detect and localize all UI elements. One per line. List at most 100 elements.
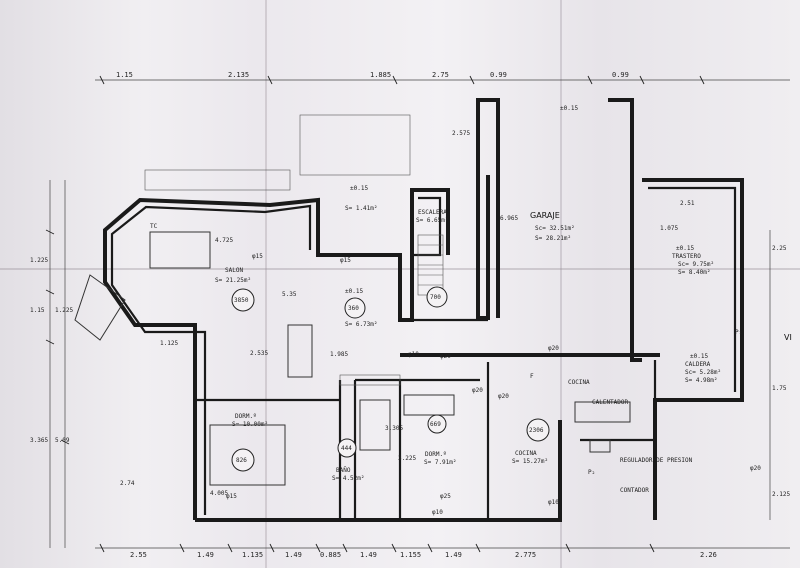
dim-top-2: 2.135	[228, 71, 249, 79]
annotations: REGULADOR DE PRESION CONTADOR CALENTADOR…	[150, 105, 792, 516]
dim-bottom-3: 1.135	[242, 551, 263, 559]
dim-right-1: 2.25	[772, 245, 787, 252]
dim-bottom-7: 1.155	[400, 551, 421, 559]
misc-4725: 4.725	[215, 237, 233, 244]
pipe-2: φ20	[548, 345, 559, 352]
dim-left-1: 1.225	[30, 257, 48, 264]
misc-535: 5.35	[282, 291, 297, 298]
dim-left-3: 1.225	[55, 307, 73, 314]
garden-bed	[144, 169, 291, 191]
escalera-area: S= 6.65m²	[416, 217, 449, 224]
dorm1-name: DORM.º	[235, 413, 257, 420]
tc-label: TC	[150, 223, 158, 230]
terrace-outline	[299, 114, 411, 176]
bano-name: BAÑO	[336, 467, 351, 474]
dim-bottom-6: 1.49	[360, 551, 377, 559]
paper-fold-vertical-left	[265, 0, 267, 568]
cocina-small-label: COCINA	[568, 379, 590, 386]
dim-top-6: 0.99	[612, 71, 629, 79]
misc-1075: 1.075	[660, 225, 678, 232]
pipe-9: φ20	[440, 353, 451, 360]
dim-bottom-1: 2.55	[130, 551, 147, 559]
room-labels: 3850 SALON S= 21.25m² 360 S= 6.73m² ±0.1…	[215, 185, 721, 482]
salon-circle: 3850	[234, 297, 249, 304]
dim-left-5: 5.09	[55, 437, 70, 444]
dorm1-area: S= 10.00m²	[232, 421, 268, 428]
trastero-area-2: S= 8.40m²	[678, 269, 711, 276]
escalera-name: ESCALERA	[418, 209, 447, 216]
garaje-name: GARAJE	[530, 211, 560, 220]
trastero-name: TRASTERO	[672, 253, 701, 260]
pipe-10: φ25	[440, 493, 451, 500]
dim-bottom-10: 2.26	[700, 551, 717, 559]
trastero-level: ±0.15	[676, 245, 694, 252]
trastero-area-1: Sc= 9.75m²	[678, 261, 714, 268]
dim-left-2: 1.15	[30, 307, 45, 314]
p2-label: P₂	[588, 469, 595, 476]
misc-2575: 2.575	[452, 130, 470, 137]
dim-top-5: 0.99	[490, 71, 507, 79]
pipe-7: φ15	[226, 493, 237, 500]
hall-level: ±0.15	[345, 288, 363, 295]
pipe-4: φ10	[548, 499, 559, 506]
misc-6965: 6.965	[500, 215, 518, 222]
dim-left-6: 2.74	[120, 480, 135, 487]
dorm2-circle: 669	[430, 421, 441, 428]
exterior-walls	[103, 98, 744, 522]
caldera-level: ±0.15	[690, 353, 708, 360]
misc-1125: 1.125	[160, 340, 178, 347]
misc-3225: 3.225	[398, 455, 416, 462]
dim-top-1: 1.15	[116, 71, 133, 79]
misc-2535: 2.535	[250, 350, 268, 357]
garaje-area-2: S= 28.21m²	[535, 235, 571, 242]
cocina-circle: 2306	[529, 427, 544, 434]
pipe-1: φ20	[472, 387, 483, 394]
caldera-area-2: S= 4.98m²	[685, 377, 718, 384]
dim-bottom-2: 1.49	[197, 551, 214, 559]
regulador-label: REGULADOR DE PRESION	[620, 457, 693, 464]
water-heater	[589, 439, 611, 453]
dim-bottom-4: 1.49	[285, 551, 302, 559]
dim-bottom-8: 1.49	[445, 551, 462, 559]
dorm2-name: DORM.º	[425, 451, 447, 458]
dim-bottom-9: 2.775	[515, 551, 536, 559]
caldera-area-1: Sc= 5.28m²	[685, 369, 721, 376]
dorm1-circle: 826	[236, 457, 247, 464]
hall-circle: 360	[348, 305, 359, 312]
balcony-planter	[74, 274, 126, 341]
dim-right-2: 1.75	[772, 385, 787, 392]
shelf	[339, 374, 401, 386]
dimension-line-bottom: 2.55 1.49 1.135 1.49 0.885 1.49 1.155 1.…	[95, 543, 790, 559]
paper-fold-vertical-right	[560, 0, 562, 568]
dim-right-3: 2.125	[772, 491, 790, 498]
couch	[287, 324, 313, 378]
bano-area: S= 4.52m²	[332, 475, 365, 482]
kitchen-counter	[574, 401, 631, 423]
dimension-line-top: 1.15 2.135 1.885 2.75 0.99 0.99	[95, 71, 790, 85]
salon-name: SALON	[225, 267, 243, 274]
misc-1985: 1.985	[330, 351, 348, 358]
cocina-name: COCINA	[515, 450, 537, 457]
misc-lvl-top: ±0.15	[560, 105, 578, 112]
escalera-circle: 700	[430, 294, 441, 301]
contador-label: CONTADOR	[620, 487, 649, 494]
bathtub	[359, 399, 391, 451]
terraza-area: S= 1.41m²	[345, 205, 378, 212]
wardrobe-2	[403, 394, 455, 416]
pipe-8: φ15	[340, 257, 351, 264]
garaje-area-1: Sc= 32.51m²	[535, 225, 575, 232]
dim-left-4: 3.365	[30, 437, 48, 444]
dim-top-3: 1.885	[370, 71, 391, 79]
fixtures	[74, 114, 631, 486]
pipe-5: φ10	[432, 509, 443, 516]
sofa-set	[149, 231, 211, 269]
dim-top-4: 2.75	[432, 71, 449, 79]
pipe-3: φ20	[498, 393, 509, 400]
vial-label: VI	[784, 333, 792, 342]
misc-251: 2.51	[680, 200, 695, 207]
salon-area: S= 21.25m²	[215, 277, 251, 284]
terraza-level: ±0.15	[350, 185, 368, 192]
misc-4005: 4.005	[210, 490, 228, 497]
